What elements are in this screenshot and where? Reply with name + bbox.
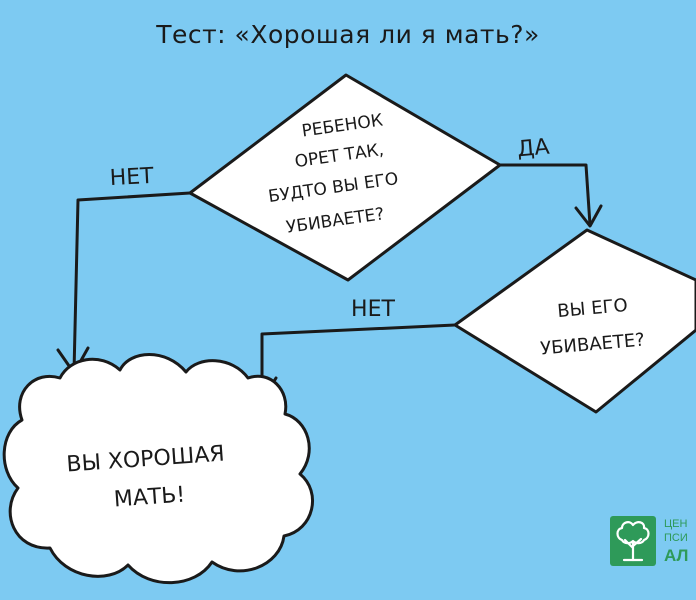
no-edge-2-label: НЕТ (351, 297, 395, 322)
logo-text-line-1: ЦЕН (664, 518, 688, 530)
yes-edge-line (500, 163, 592, 226)
logo-text-line-3: АЛ (664, 546, 689, 565)
decision-1-diamond (188, 73, 502, 282)
decision-2-diamond (453, 228, 696, 414)
no-edge-2-line (260, 323, 456, 400)
diagram-title: Тест: «Хорошая ли я мать?» (156, 20, 540, 49)
no-edge-1-label: НЕТ (109, 164, 155, 191)
logo-text-line-2: ПСИ (664, 532, 688, 544)
yes-edge-label: ДА (516, 135, 550, 163)
no-edge-1-line (72, 191, 191, 373)
yes-edge-arrowhead (574, 204, 603, 228)
result-cloud (2, 353, 315, 585)
result-line-2: МАТЬ! (113, 483, 186, 513)
tree-icon (610, 516, 656, 566)
organization-logo: ЦЕН ПСИ АЛ (608, 514, 696, 570)
